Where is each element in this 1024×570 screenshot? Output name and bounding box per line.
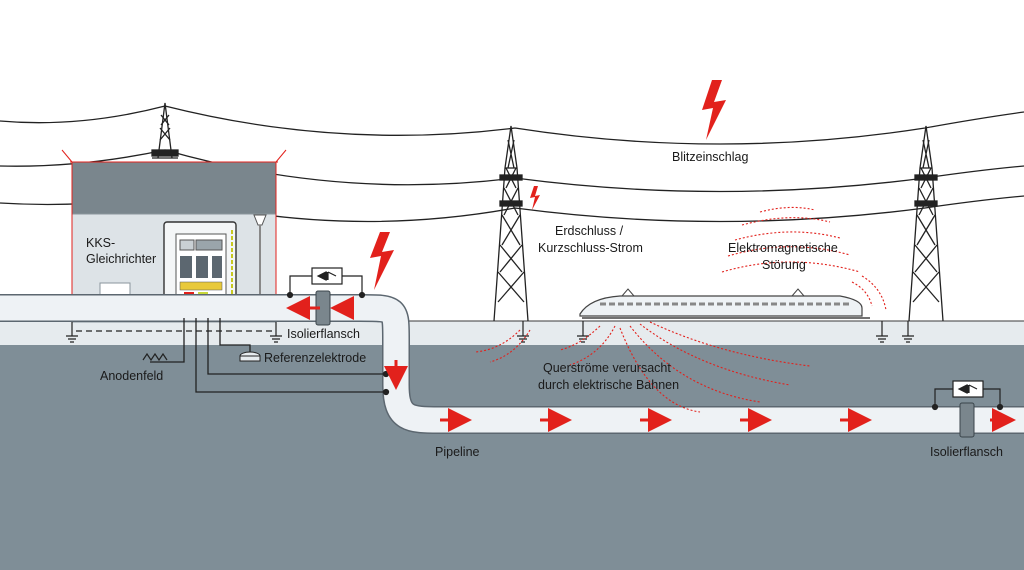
- stray-currents-label-line1: Querströme verursacht: [543, 361, 671, 375]
- lightning-bolt-icon: [702, 80, 726, 140]
- insulating-flange-right-label: Isolierflansch: [930, 445, 1003, 459]
- insulating-flange-right: [959, 402, 975, 438]
- stray-current-arcs: [474, 321, 811, 413]
- reference-electrode-label: Referenzelektrode: [264, 351, 366, 365]
- pylon-icon: [908, 125, 944, 322]
- insulating-flange-left-label: Isolierflansch: [287, 327, 360, 341]
- rectifier-label-line2: Gleichrichter: [86, 252, 156, 266]
- current-flow-arrows: [286, 296, 1016, 432]
- rectifier-label-line1: KKS-: [86, 236, 115, 250]
- earth-fault-label-line1: Erdschluss /: [555, 224, 624, 238]
- stray-currents-label-line2: durch elektrische Bahnen: [538, 378, 679, 392]
- anode-field-label: Anodenfeld: [100, 369, 163, 383]
- ground-surface-band: [0, 321, 1024, 345]
- pylon-icon: [151, 102, 179, 159]
- train-icon: [579, 288, 870, 319]
- pylon-icon: [493, 125, 529, 322]
- anode-field-icon: [142, 352, 168, 362]
- lightning-bolt-icon: [370, 232, 394, 290]
- em-interference-label-line1: Elektromagnetische: [728, 241, 838, 255]
- em-interference-label-line2: Störung: [762, 258, 806, 272]
- lightning-bolt-icon: [530, 186, 540, 210]
- soil: [0, 345, 1024, 570]
- em-interference-waves: [721, 206, 887, 311]
- diode-icon: [286, 267, 366, 299]
- lightning-label: Blitzeinschlag: [672, 150, 748, 164]
- ground-symbol-icon: [66, 321, 914, 343]
- earth-fault-label-line2: Kurzschluss-Strom: [538, 241, 643, 255]
- reference-electrode-icon: [239, 351, 261, 362]
- pipeline-label: Pipeline: [435, 445, 480, 459]
